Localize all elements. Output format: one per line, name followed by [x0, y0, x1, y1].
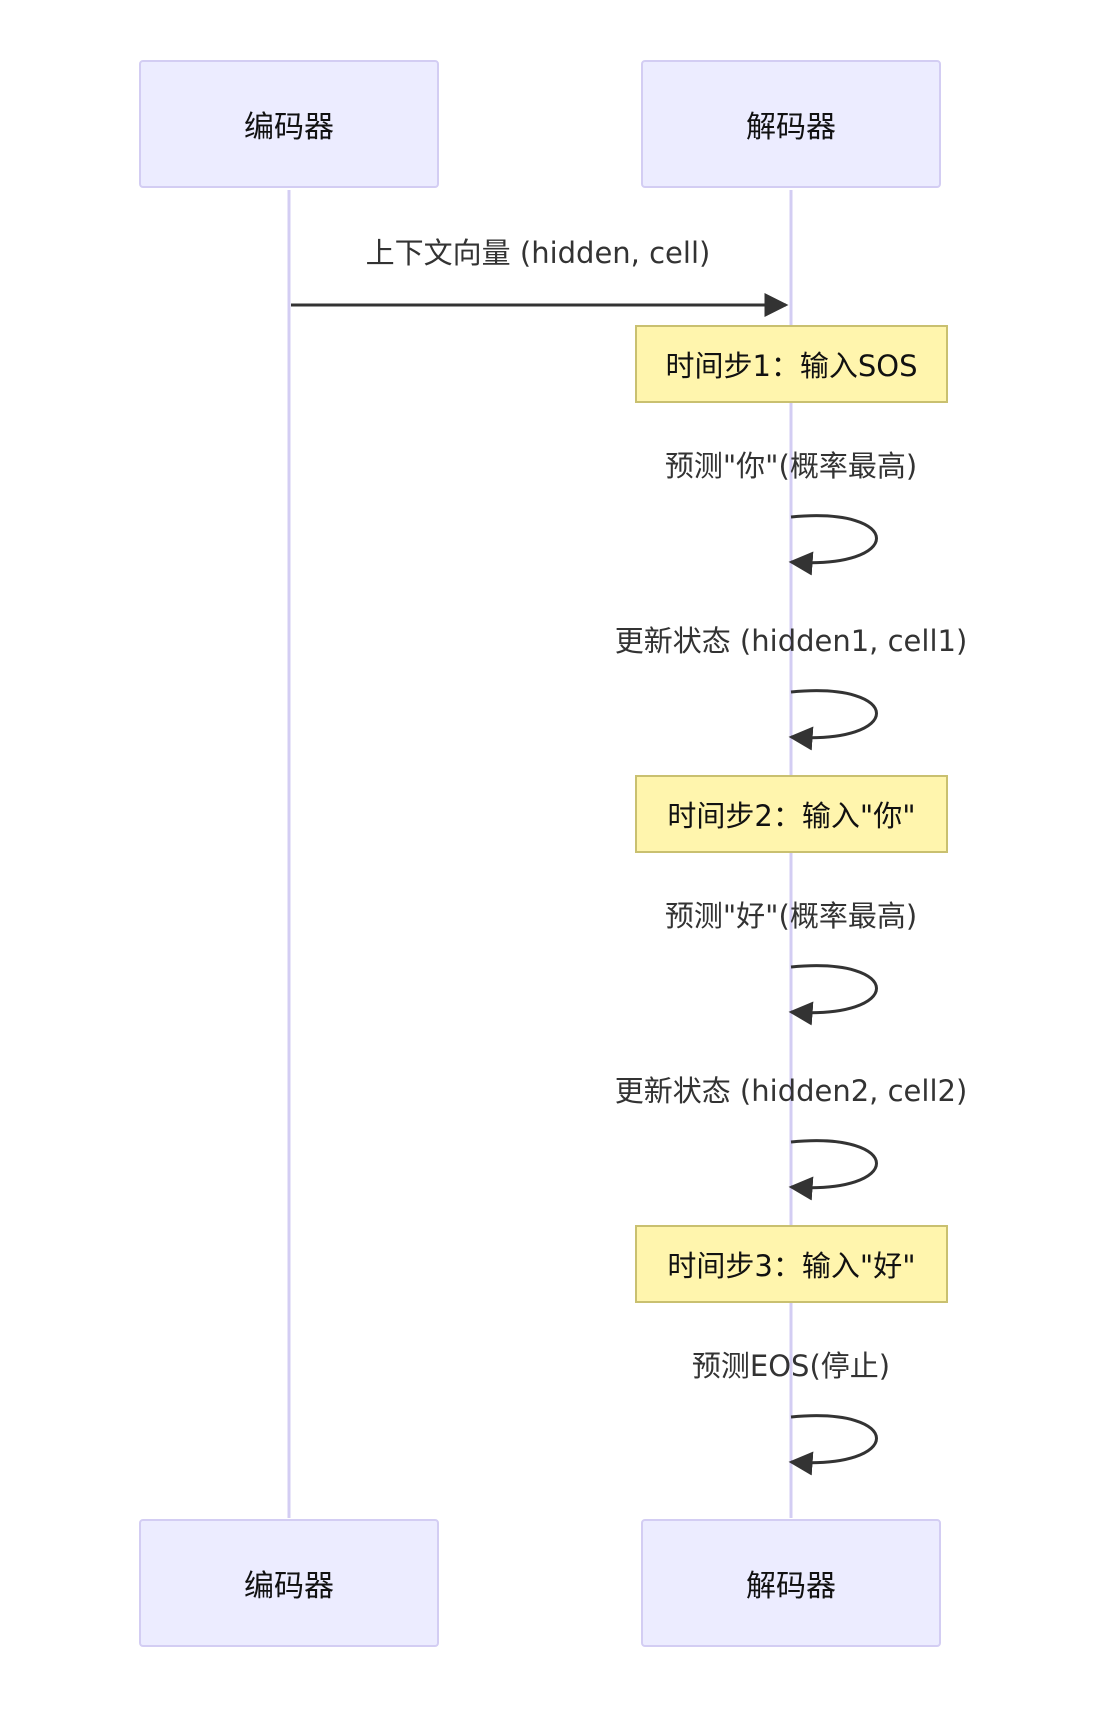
message-label-predict-hao: 预测"好"(概率最高)	[664, 899, 918, 933]
message-label-context: 上下文向量 (hidden, cell)	[365, 236, 711, 270]
actor-decoder-bottom: 解码器	[641, 1519, 941, 1647]
actor-label: 解码器	[746, 1569, 836, 1604]
actor-encoder-top: 编码器	[139, 60, 439, 188]
note-text: 时间步2：输入"你"	[667, 799, 916, 833]
message-label-update-state-1: 更新状态 (hidden1, cell1)	[614, 624, 968, 658]
note-text: 时间步1：输入SOS	[665, 349, 918, 383]
actor-label: 解码器	[746, 110, 836, 145]
actor-label: 编码器	[244, 1569, 334, 1604]
self-loop-arrow-3	[788, 964, 878, 1026]
note-timestep-2: 时间步2：输入"你"	[635, 775, 948, 853]
note-timestep-1: 时间步1：输入SOS	[635, 325, 948, 403]
self-loop-arrow-5	[788, 1414, 878, 1476]
actor-label: 编码器	[244, 110, 334, 145]
note-text: 时间步3：输入"好"	[667, 1249, 916, 1283]
actor-decoder-top: 解码器	[641, 60, 941, 188]
message-label-predict-eos: 预测EOS(停止)	[691, 1349, 891, 1383]
self-loop-arrow-4	[788, 1139, 878, 1201]
self-loop-arrow-1	[788, 514, 878, 576]
self-loop-arrow-2	[788, 689, 878, 751]
actor-encoder-bottom: 编码器	[139, 1519, 439, 1647]
note-timestep-3: 时间步3：输入"好"	[635, 1225, 948, 1303]
message-label-predict-ni: 预测"你"(概率最高)	[664, 449, 918, 483]
message-label-update-state-2: 更新状态 (hidden2, cell2)	[614, 1074, 968, 1108]
